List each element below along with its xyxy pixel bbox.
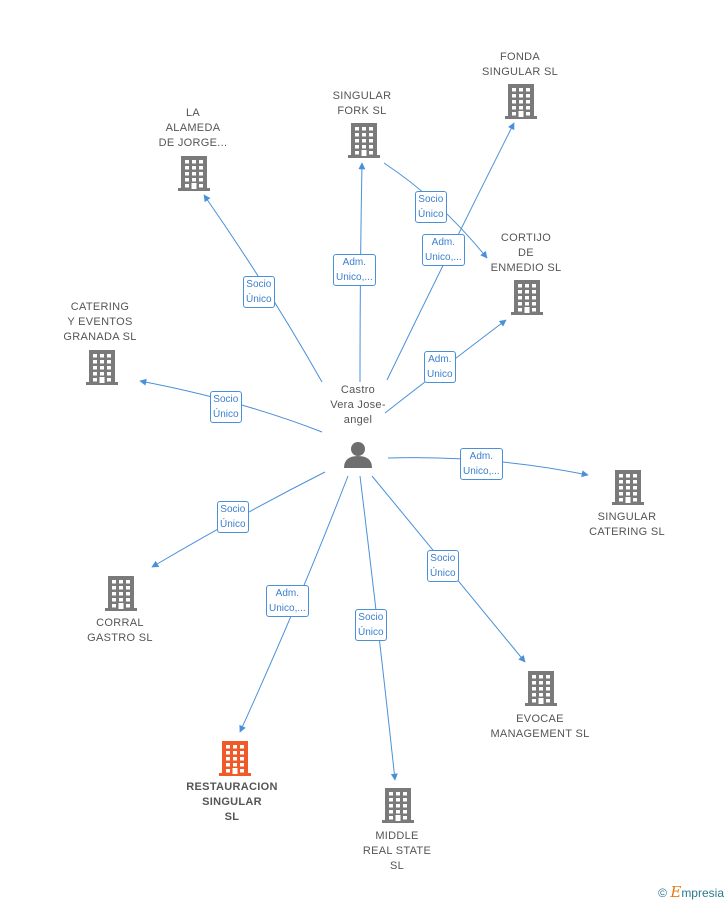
company-label-catering-eventos[interactable]: CATERING Y EVENTOS GRANADA SL [40,300,160,345]
edge-label-restauracion[interactable]: Adm. Unico,... [266,585,309,617]
company-label-singular-fork[interactable]: SINGULAR FORK SL [302,89,422,119]
edge-label-line: Socio [246,279,272,290]
edge-label-line: Único [246,294,272,305]
edge-label-line: Adm. [275,588,300,599]
edge-label-line: Unico [427,369,453,380]
company-label-la-alameda[interactable]: LA ALAMEDA DE JORGE... [133,106,253,151]
company-label-line: FONDA [500,51,540,63]
company-label-corral-gastro[interactable]: CORRAL GASTRO SL [60,616,180,646]
company-label-line: CORTIJO [500,232,552,244]
company-label-line: EVOCAE [516,713,564,725]
company-label-line: MANAGEMENT SL [490,728,590,740]
edge-label-line: Único [430,568,456,579]
edge-label-line: Socio [213,394,239,405]
edge-label-line: Unico,... [269,603,306,614]
edge-label-fonda[interactable]: Adm. Unico,... [422,234,465,266]
company-label-line: SINGULAR [332,90,392,102]
brand-initial: E [670,883,682,901]
company-label-line: LA [185,107,201,119]
building-icon-restauracion[interactable] [219,741,251,776]
building-icon-evocae[interactable] [525,671,557,706]
building-icon-cortijo[interactable] [511,280,543,315]
company-label-line: DE JORGE... [158,137,228,149]
company-label-line: CATERING [70,301,130,313]
person-label-line: Castro [340,384,376,396]
company-label-line: GRANADA SL [63,331,137,343]
company-label-line: GASTRO SL [87,632,153,644]
building-icon-middle[interactable] [382,788,414,823]
building-icon-singular-catering[interactable] [612,470,644,505]
edge-label-line: Único [220,519,246,530]
company-label-line: REAL STATE [362,845,432,857]
edge-label-line: Adm. [469,451,494,462]
edge-label-singular-fork[interactable]: Adm. Unico,... [333,254,376,286]
company-label-singular-catering[interactable]: SINGULAR CATERING SL [567,510,687,540]
building-icon-corral-gastro[interactable] [105,576,137,611]
company-label-line: CORRAL [96,617,144,629]
edge-label-line: Socio [358,612,384,623]
company-label-line: SINGULAR [202,796,262,808]
building-icon-la-alameda[interactable] [178,156,210,191]
edge-label-cortijo[interactable]: Adm. Unico [424,351,456,383]
edge-label-line: Adm. [431,237,456,248]
brand-name: mpresia [681,886,724,900]
company-label-line: DE [518,247,534,259]
edge-label-singular-catering[interactable]: Adm. Unico,... [460,448,503,480]
edge-label-line: Único [213,409,239,420]
edge-label-line: Adm. [428,354,452,365]
footer-brand[interactable]: © Empresia [658,883,724,901]
company-label-line: CATERING SL [589,526,665,538]
company-label-fonda[interactable]: FONDA SINGULAR SL [460,50,580,80]
company-label-line: FORK SL [337,105,387,117]
person-label-line: angel [343,414,373,426]
company-label-line: SINGULAR [597,511,657,523]
company-label-middle[interactable]: MIDDLE REAL STATE SL [337,829,457,874]
edge-label-line: Unico,... [425,252,462,263]
edge-label-line: Socio [430,553,456,564]
company-label-line: SINGULAR SL [481,66,559,78]
edge-label-line: Adm. [342,257,367,268]
company-label-line: SL [389,860,405,872]
company-label-line: MIDDLE [375,830,419,842]
edge-label-line: Unico,... [336,272,373,283]
person-label-line: Vera Jose- [330,399,386,411]
company-label-cortijo[interactable]: CORTIJO DE ENMEDIO SL [466,231,586,276]
edge-label-line: Socio [220,504,246,515]
edge-label-line: Único [418,209,444,220]
building-icon-singular-fork[interactable] [348,123,380,158]
edge-label-line: Unico,... [463,466,500,477]
person-icon[interactable] [344,442,372,468]
building-icon-catering-eventos[interactable] [86,350,118,385]
company-label-line: ALAMEDA [165,122,221,134]
company-label-line: ENMEDIO SL [490,262,562,274]
edge-label-line: Único [358,627,384,638]
company-label-line: SL [224,811,240,823]
copyright-symbol: © [658,886,668,900]
edge-label-line: Socio [418,194,444,205]
company-label-restauracion[interactable]: RESTAURACION SINGULAR SL [172,780,292,825]
company-label-line: Y EVENTOS [67,316,133,328]
company-label-evocae[interactable]: EVOCAE MANAGEMENT SL [480,712,600,742]
company-label-line: RESTAURACION [186,781,278,793]
building-icon-fonda[interactable] [505,84,537,119]
